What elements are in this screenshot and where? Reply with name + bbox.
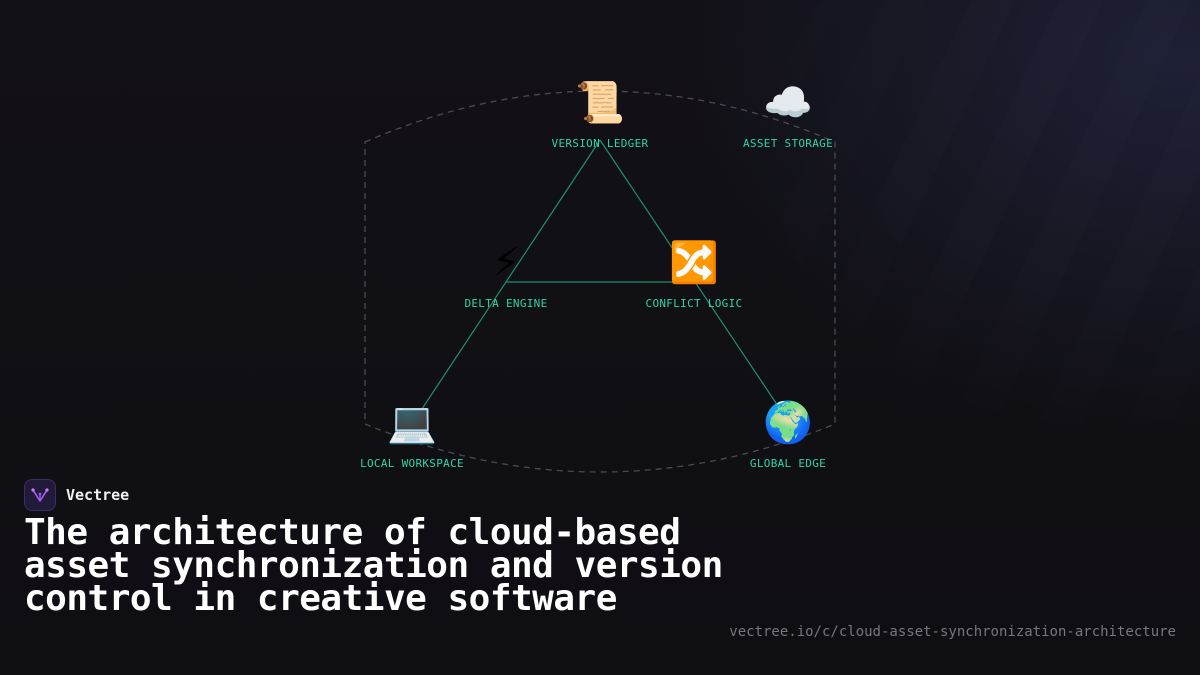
node-label: DELTA ENGINE (464, 297, 548, 310)
laptop-icon: 💻 (387, 400, 437, 446)
brand: Vectree (24, 479, 129, 511)
node-label: VERSION LEDGER (551, 137, 649, 150)
scroll-icon: 📜 (575, 80, 625, 126)
node-asset-storage: ☁️ ASSET STORAGE (708, 79, 868, 150)
node-label: GLOBAL EDGE (749, 457, 827, 470)
node-label: CONFLICT LOGIC (645, 297, 743, 310)
node-conflict-logic: 🔀 CONFLICT LOGIC (614, 239, 774, 310)
node-label: LOCAL WORKSPACE (360, 457, 464, 470)
page-url: vectree.io/c/cloud-asset-synchronization… (729, 624, 1176, 640)
node-version-ledger: 📜 VERSION LEDGER (520, 79, 680, 150)
node-local-workspace: 💻 LOCAL WORKSPACE (332, 399, 492, 470)
shuffle-icon: 🔀 (669, 240, 719, 286)
connector-ledger-to-edge (599, 139, 787, 419)
node-global-edge: 🌍 GLOBAL EDGE (708, 399, 868, 470)
node-label: ASSET STORAGE (743, 137, 833, 150)
lightning-icon: ⚡ (491, 240, 521, 286)
vectree-logo-icon (24, 479, 56, 511)
node-delta-engine: ⚡ DELTA ENGINE (426, 239, 586, 310)
cloud-icon: ☁️ (763, 80, 813, 126)
page-title: The architecture of cloud-based asset sy… (24, 512, 723, 619)
brand-name: Vectree (66, 486, 130, 504)
globe-icon: 🌍 (763, 400, 813, 446)
